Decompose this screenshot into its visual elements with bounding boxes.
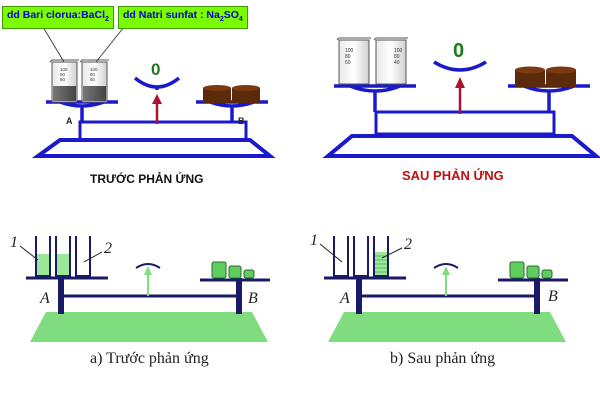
top-right-reading: 0 xyxy=(453,40,465,62)
green-weights xyxy=(509,261,553,279)
beaker-a-marks: 100 80 60 xyxy=(60,67,68,82)
pan-a-label: A xyxy=(66,116,73,126)
br-label-b: B xyxy=(548,288,558,305)
mark-80: 80 xyxy=(90,72,96,77)
beaker-a xyxy=(336,37,371,85)
indicator-cup xyxy=(433,263,459,269)
indicator-cup xyxy=(133,76,181,90)
mark-60: 60 xyxy=(90,77,96,82)
tag-a-text: dd Bari clorua:BaCl xyxy=(7,9,106,21)
br-label-a: A xyxy=(340,290,350,307)
needle-arrow-icon xyxy=(455,77,465,88)
green-base xyxy=(328,312,566,342)
mark-80: 80 xyxy=(60,72,66,77)
post-b xyxy=(534,278,540,314)
callout-2 xyxy=(381,247,403,259)
post-b xyxy=(236,278,242,314)
mark-60: 60 xyxy=(345,60,351,66)
right-pan xyxy=(196,100,268,122)
left-pan xyxy=(334,84,416,112)
green-base xyxy=(30,312,268,342)
top-left-caption: TRƯỚC PHẢN ỨNG xyxy=(90,172,204,186)
balance-beam xyxy=(374,110,556,136)
post-a xyxy=(356,278,362,314)
pan-b-label: B xyxy=(238,116,245,126)
needle-arrow-icon xyxy=(144,266,152,275)
tag-b-mid: SO xyxy=(223,9,239,21)
tag-a-sub: 2 xyxy=(105,16,109,24)
tube-1 xyxy=(35,236,51,277)
tag-b-text: dd Natri sunfat : Na xyxy=(123,9,220,21)
top-right-caption: SAU PHẢN ỨNG xyxy=(402,168,504,183)
bl-label-1: 1 xyxy=(10,234,18,251)
br-label-2: 2 xyxy=(404,236,412,253)
beaker-a xyxy=(49,59,79,103)
post-a xyxy=(58,278,64,314)
weights xyxy=(203,85,260,103)
indicator-cup xyxy=(135,263,161,269)
bottom-left-balance xyxy=(19,236,270,342)
top-left-balance xyxy=(31,21,276,158)
beaker-b xyxy=(373,37,408,85)
tube-3 xyxy=(373,236,389,277)
mark-100: 100 xyxy=(60,67,68,72)
bottom-left-caption: a) Trước phản ứng xyxy=(90,350,209,367)
beaker-a-marks-right: 100 80 60 xyxy=(345,48,353,66)
mark-80: 80 xyxy=(345,54,351,60)
callout-1 xyxy=(319,243,343,263)
br-label-1: 1 xyxy=(310,232,318,249)
balance-beam xyxy=(78,120,248,142)
right-pan xyxy=(508,84,590,112)
mark-60: 60 xyxy=(60,77,66,82)
beaker-b-marks: 100 80 60 xyxy=(90,67,98,82)
mark-100: 100 xyxy=(394,48,403,54)
tag-b-sub1: 2 xyxy=(219,16,224,24)
balance-base xyxy=(322,134,600,158)
mark-40: 40 xyxy=(394,60,400,66)
mark-80: 80 xyxy=(394,54,400,60)
bl-label-a: A xyxy=(40,290,50,307)
top-left-reading: 0 xyxy=(151,60,161,79)
beaker-b-marks-right: 100 80 40 xyxy=(394,48,402,66)
tube-2 xyxy=(353,236,369,277)
bottom-right-caption: b) Sau phản ứng xyxy=(390,350,496,367)
needle-arrow-icon xyxy=(442,266,450,275)
mark-100: 100 xyxy=(90,67,98,72)
callout-2 xyxy=(83,251,103,263)
tube-1 xyxy=(333,236,349,277)
weights xyxy=(515,66,576,87)
tag-b-sub2: 4 xyxy=(238,16,243,24)
sodium-sulfate-tag: dd Natri sunfat : Na2SO4 xyxy=(118,6,248,30)
green-weights xyxy=(211,261,255,279)
bl-label-b: B xyxy=(248,290,258,307)
needle-arrow-icon xyxy=(152,94,162,104)
barium-chloride-tag: dd Bari clorua:BaCl2 xyxy=(2,6,114,30)
balance-base xyxy=(31,138,276,158)
tube-3 xyxy=(75,236,91,277)
beaker-b xyxy=(79,59,109,103)
callout-1 xyxy=(19,245,39,261)
top-right-balance xyxy=(322,37,600,158)
indicator-cup xyxy=(433,60,487,72)
bottom-right-balance xyxy=(319,236,568,342)
bl-label-2: 2 xyxy=(104,240,112,257)
tube-2 xyxy=(55,236,71,277)
left-pan xyxy=(46,100,118,122)
mark-100: 100 xyxy=(345,48,354,54)
